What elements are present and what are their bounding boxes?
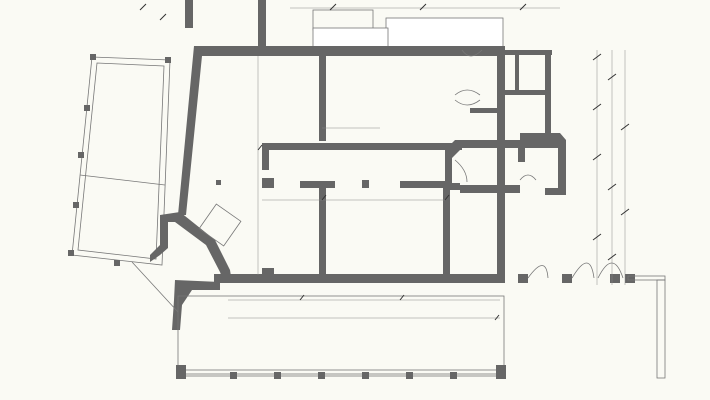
main-building-walls xyxy=(178,0,505,283)
octagon-room xyxy=(131,203,242,330)
veranda-left xyxy=(68,54,171,266)
entrance-right xyxy=(518,262,666,379)
dimension-lines-interior xyxy=(139,3,527,321)
annex-right xyxy=(445,49,566,195)
dimension-ticks-right xyxy=(592,50,630,285)
veranda-bottom xyxy=(176,295,506,379)
top-dimension-line xyxy=(290,7,560,49)
